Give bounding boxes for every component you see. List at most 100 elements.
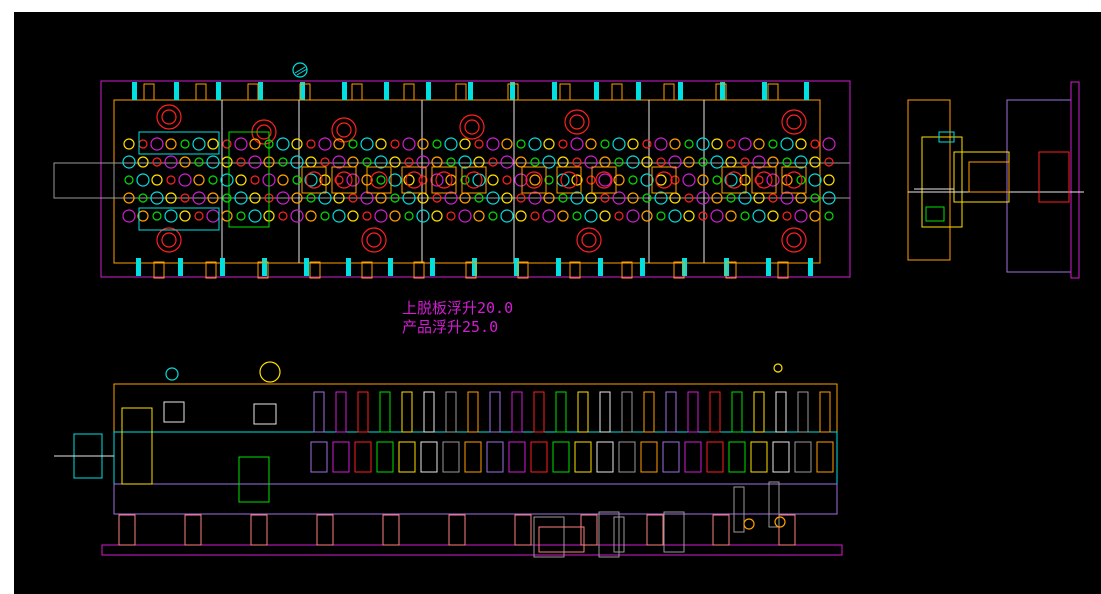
plan-view[interactable] <box>53 62 851 279</box>
front-left-punch <box>163 401 185 423</box>
punch <box>810 193 820 203</box>
punch <box>822 191 836 205</box>
side-view[interactable] <box>907 81 1084 279</box>
lifter-pillar <box>733 486 745 533</box>
front-view[interactable] <box>54 361 843 558</box>
pilot-bottom <box>388 258 393 276</box>
lifter-pillar <box>533 516 565 558</box>
punch <box>416 155 430 169</box>
punch <box>502 175 512 185</box>
punch <box>626 209 640 223</box>
punch <box>696 191 710 205</box>
punch <box>375 138 387 150</box>
punch <box>430 173 444 187</box>
punch <box>458 209 472 223</box>
punch <box>530 157 540 167</box>
punch <box>515 210 527 222</box>
die-cavity <box>305 171 323 189</box>
reference-mark-d <box>773 363 783 373</box>
punch <box>388 173 402 187</box>
punch <box>473 210 485 222</box>
punch <box>515 156 527 168</box>
punch <box>236 211 246 221</box>
die-cavity <box>405 171 423 189</box>
punch <box>137 156 149 168</box>
punch <box>362 211 372 221</box>
punch <box>234 137 248 151</box>
punch-holder <box>643 391 655 433</box>
punch <box>431 156 443 168</box>
punch <box>474 139 484 149</box>
punch <box>150 191 164 205</box>
die-cavity <box>435 171 453 189</box>
punch <box>221 210 233 222</box>
punch <box>738 137 752 151</box>
punch <box>501 138 513 150</box>
punch <box>641 156 653 168</box>
punch <box>558 139 568 149</box>
punch <box>192 191 206 205</box>
punch <box>543 138 555 150</box>
plan-outer-plate <box>100 80 851 278</box>
u-slot-bottom <box>205 261 217 279</box>
punch <box>458 155 472 169</box>
punch <box>794 155 808 169</box>
pilot-bottom <box>640 258 645 276</box>
die-insert <box>591 166 617 194</box>
punch <box>320 211 330 221</box>
punch <box>249 192 261 204</box>
punch <box>418 175 428 185</box>
punch-body <box>354 441 372 473</box>
punch <box>165 192 177 204</box>
die-cavity <box>725 171 743 189</box>
cad-drawing-canvas[interactable] <box>14 12 1101 594</box>
parallel-block <box>382 514 400 546</box>
pilot-top <box>510 82 515 100</box>
parallel-block <box>712 514 730 546</box>
pilot-bottom <box>472 258 477 276</box>
strip-entry <box>53 162 115 199</box>
pilot-bottom <box>556 258 561 276</box>
punch <box>754 175 764 185</box>
pilot-bottom <box>598 258 603 276</box>
punch <box>446 211 456 221</box>
punch <box>416 209 430 223</box>
punch-body <box>684 441 702 473</box>
punch <box>446 157 456 167</box>
guide-hole <box>781 227 807 253</box>
spring-block-b <box>138 207 220 231</box>
punch <box>122 209 136 223</box>
u-slot-top <box>351 83 363 101</box>
punch <box>292 175 302 185</box>
punch <box>319 174 331 186</box>
punch <box>472 173 486 187</box>
punch <box>669 138 681 150</box>
punch <box>586 175 596 185</box>
u-slot-bottom <box>517 261 529 279</box>
punch <box>290 209 304 223</box>
cad-viewport[interactable]: 上脱板浮升20.0 产品浮升25.0 <box>14 12 1101 594</box>
u-slot-bottom <box>569 261 581 279</box>
punch <box>627 138 639 150</box>
punch <box>614 211 624 221</box>
punch-holder <box>313 391 325 433</box>
guide-hole <box>361 227 387 253</box>
pilot-top <box>216 82 221 100</box>
punch <box>711 138 723 150</box>
punch <box>752 209 766 223</box>
punch <box>220 173 234 187</box>
punch <box>222 139 232 149</box>
punch <box>306 193 316 203</box>
punch <box>206 209 220 223</box>
front-top-plate <box>113 383 838 433</box>
parallel-block <box>316 514 334 546</box>
guide-hole <box>564 109 590 135</box>
parallel-block <box>184 514 202 546</box>
punch <box>782 157 792 167</box>
parallel-block <box>448 514 466 546</box>
punch <box>192 137 206 151</box>
punch-holder <box>489 391 501 433</box>
die-insert <box>401 166 427 194</box>
parallel-block <box>646 514 664 546</box>
punch <box>600 193 610 203</box>
